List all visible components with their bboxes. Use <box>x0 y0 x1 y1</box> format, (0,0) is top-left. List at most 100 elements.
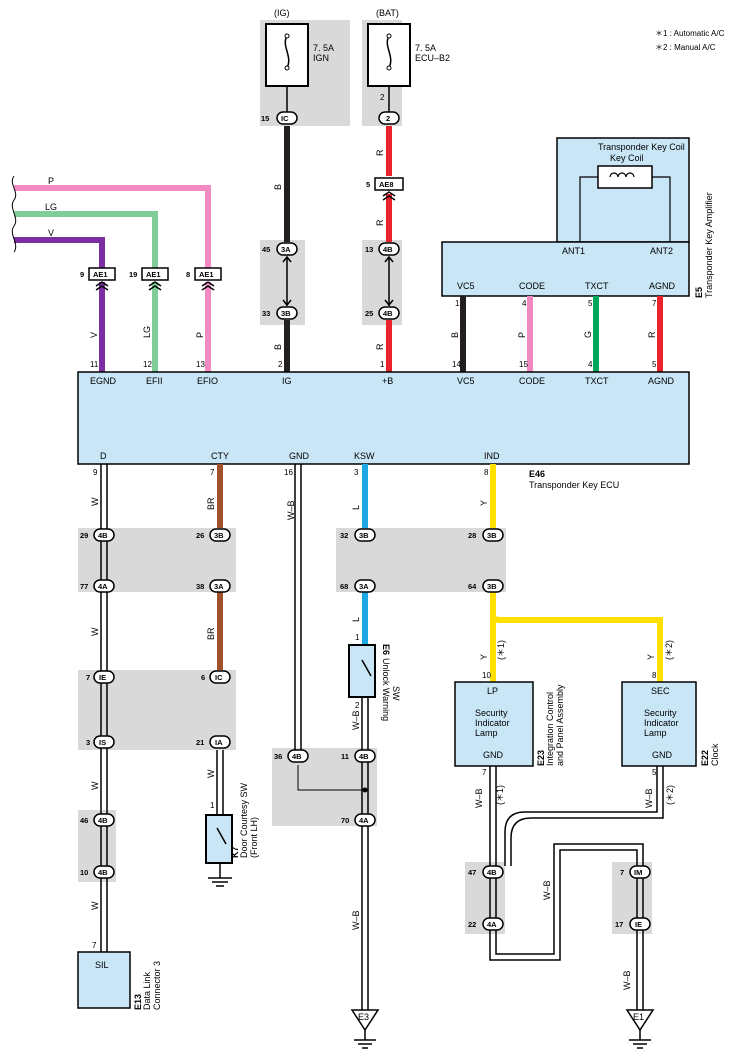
connector-ae1-lg: AE1 19 <box>129 267 169 291</box>
svg-text:1: 1 <box>380 360 385 369</box>
svg-text:9: 9 <box>93 468 98 477</box>
connector-4b-gnd: 4B 36 <box>274 749 309 763</box>
svg-text:3B: 3B <box>359 531 369 540</box>
svg-text:IC: IC <box>281 114 289 123</box>
svg-text:and Panel Assembly: and Panel Assembly <box>555 684 565 766</box>
svg-text:5: 5 <box>652 768 657 777</box>
clock-lamp: 8 SEC Security Indicator Lamp GND 5 E22 … <box>621 671 720 777</box>
svg-text:CODE: CODE <box>519 376 545 386</box>
connector-is-d: IS 3 <box>86 735 115 749</box>
svg-text:22: 22 <box>468 920 476 929</box>
wire-ig-black: B B <box>273 126 290 372</box>
svg-text:Indicator: Indicator <box>475 718 510 728</box>
svg-text:EFII: EFII <box>146 376 163 386</box>
svg-text:4B: 4B <box>359 752 369 761</box>
svg-text:AE1: AE1 <box>93 270 108 279</box>
transponder-key-ecu: 11 12 13 2 1 14 15 4 5 EGND EFII EFIO IG… <box>77 360 690 490</box>
svg-text:Transponder Key Amplifier: Transponder Key Amplifier <box>704 192 714 298</box>
svg-text:VC5: VC5 <box>457 376 475 386</box>
svg-text:Lamp: Lamp <box>644 728 667 738</box>
svg-text:68: 68 <box>340 582 348 591</box>
connector-4a-ksw-gnd: 4A 70 <box>341 813 376 827</box>
svg-text:1: 1 <box>455 299 460 308</box>
connector-4b-d-lower-2: 4B 10 <box>80 865 115 879</box>
svg-text:16: 16 <box>284 468 293 477</box>
connector-4b-lamp: 4B 47 <box>468 865 504 879</box>
unlock-warning-switch: 1 2 E6 Unlock Warning SW <box>348 633 401 721</box>
connector-ia-cty: IA 21 <box>196 735 231 749</box>
svg-text:EFIO: EFIO <box>197 376 218 386</box>
svg-text:77: 77 <box>80 582 88 591</box>
connector-4b-d-lower: 4B 46 <box>80 813 115 827</box>
svg-text:Integration Control: Integration Control <box>545 692 555 766</box>
svg-text:3: 3 <box>354 468 359 477</box>
ground-e3: E3 <box>350 1009 380 1049</box>
svg-text:IE: IE <box>99 673 106 682</box>
svg-text:SIL: SIL <box>95 960 109 970</box>
svg-text:W: W <box>90 497 100 506</box>
svg-text:G: G <box>583 331 593 338</box>
svg-text:14: 14 <box>452 360 461 369</box>
svg-text:7: 7 <box>86 673 90 682</box>
svg-text:BR: BR <box>206 497 216 510</box>
svg-text:W: W <box>90 627 100 636</box>
svg-text:33: 33 <box>262 309 270 318</box>
svg-text:3A: 3A <box>281 245 291 254</box>
svg-text:13: 13 <box>365 245 373 254</box>
connector-4a-lamp: 4A 22 <box>468 917 504 931</box>
connector-ic-cty: IC 6 <box>201 670 231 684</box>
svg-text:5: 5 <box>366 180 370 189</box>
svg-text:4A: 4A <box>98 582 108 591</box>
svg-text:Door Courtesy SW: Door Courtesy SW <box>239 782 249 858</box>
svg-text:B: B <box>450 332 460 338</box>
door-courtesy-switch: 1 K7 Door Courtesy SW (Front LH) <box>205 782 259 887</box>
svg-text:W–B: W–B <box>622 970 632 990</box>
svg-text:SEC: SEC <box>651 686 670 696</box>
svg-text:E5: E5 <box>694 287 704 298</box>
svg-text:7: 7 <box>92 941 97 950</box>
svg-text:AGND: AGND <box>648 376 675 386</box>
svg-text:10: 10 <box>482 671 491 680</box>
svg-text:(＊2): (＊2) <box>665 785 675 805</box>
svg-text:R: R <box>647 331 657 338</box>
connector-ae8: AE8 5 <box>366 177 404 201</box>
svg-text:TXCT: TXCT <box>585 281 609 291</box>
svg-text:7: 7 <box>482 768 487 777</box>
svg-text:(＊1): (＊1) <box>496 640 506 660</box>
svg-text:IA: IA <box>215 738 223 747</box>
svg-text:K7: K7 <box>230 846 240 858</box>
svg-text:(Front LH): (Front LH) <box>249 817 259 858</box>
svg-text:W–B: W–B <box>542 880 552 900</box>
svg-text:Clock: Clock <box>710 743 720 766</box>
svg-text:IS: IS <box>99 738 106 747</box>
svg-text:IND: IND <box>484 451 500 461</box>
svg-text:(＊2): (＊2) <box>664 640 674 660</box>
svg-text:36: 36 <box>274 752 282 761</box>
svg-text:64: 64 <box>468 582 477 591</box>
svg-text:IG: IG <box>282 376 292 386</box>
svg-text:Unlock Warning: Unlock Warning <box>381 658 391 721</box>
svg-text:LG: LG <box>45 202 57 212</box>
connector-3a-ksw: 3A 68 <box>340 579 376 593</box>
svg-text:KSW: KSW <box>354 451 375 461</box>
svg-text:VC5: VC5 <box>457 281 475 291</box>
svg-text:L: L <box>351 505 361 510</box>
svg-text:E23: E23 <box>536 750 546 766</box>
svg-text:AE1: AE1 <box>146 270 161 279</box>
svg-text:45: 45 <box>262 245 270 254</box>
svg-text:(＊1): (＊1) <box>495 785 505 805</box>
svg-text:4A: 4A <box>359 816 369 825</box>
svg-text:W: W <box>90 901 100 910</box>
svg-text:4B: 4B <box>98 868 108 877</box>
svg-text:LG: LG <box>142 326 152 338</box>
svg-text:P: P <box>517 332 527 338</box>
connector-ie-clock: IE 17 <box>615 917 651 931</box>
svg-text:7: 7 <box>620 868 624 877</box>
svg-text:3B: 3B <box>214 531 224 540</box>
svg-text:ANT2: ANT2 <box>650 246 673 256</box>
connector-3b-ind-2: 3B 64 <box>468 579 504 593</box>
svg-text:V: V <box>48 228 54 238</box>
connector-ae1-v: AE1 9 <box>80 267 116 291</box>
wire-ksw-blue: L L W–B W–B <box>351 464 369 1010</box>
svg-text:Y: Y <box>646 654 656 660</box>
